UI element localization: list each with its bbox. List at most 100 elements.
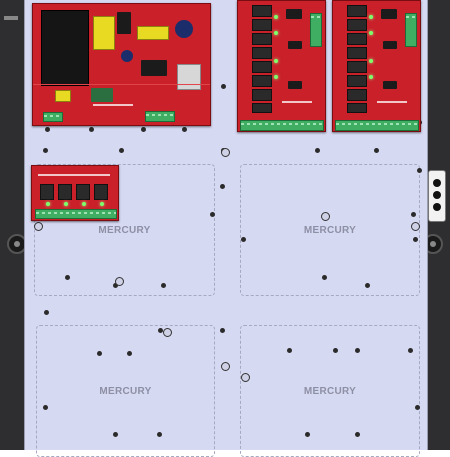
terminal-block[interactable] bbox=[335, 120, 419, 131]
small-output-board[interactable] bbox=[31, 165, 119, 221]
capacitor-blue bbox=[175, 20, 193, 38]
chip bbox=[117, 12, 131, 34]
led-icon bbox=[82, 202, 86, 206]
mounting-hole-icon bbox=[65, 275, 70, 280]
slot-label: MERCURY bbox=[303, 225, 357, 236]
relay bbox=[76, 184, 90, 200]
standoff-icon bbox=[241, 373, 250, 382]
terminal-block[interactable] bbox=[145, 111, 175, 122]
mounting-hole-icon bbox=[43, 148, 48, 153]
mounting-hole-icon bbox=[415, 405, 420, 410]
mercury-slot[interactable]: MERCURY bbox=[240, 325, 420, 457]
led-icon bbox=[274, 59, 278, 63]
slot-label: MERCURY bbox=[303, 386, 357, 397]
mounting-hole-icon bbox=[220, 184, 225, 189]
mounting-hole-icon bbox=[43, 405, 48, 410]
mounting-hole-icon bbox=[210, 212, 215, 217]
mounting-hole-icon bbox=[374, 148, 379, 153]
mounting-hole-icon bbox=[220, 328, 225, 333]
terminal-block[interactable] bbox=[43, 112, 63, 122]
terminal-block[interactable] bbox=[35, 209, 117, 219]
relay bbox=[252, 75, 272, 87]
capacitor-yellow bbox=[93, 16, 115, 50]
led-icon bbox=[64, 202, 68, 206]
mounting-hole-icon bbox=[221, 84, 226, 89]
silkscreen bbox=[282, 101, 312, 103]
capacitor-yellow bbox=[137, 26, 169, 40]
silkscreen bbox=[377, 101, 407, 103]
relay bbox=[252, 5, 272, 17]
mercury-slot[interactable]: MERCURY bbox=[34, 164, 215, 296]
relay bbox=[347, 89, 367, 101]
mounting-hole-icon bbox=[287, 348, 292, 353]
relay bbox=[252, 47, 272, 59]
led-icon bbox=[274, 31, 278, 35]
standoff-icon bbox=[321, 212, 330, 221]
relay bbox=[94, 184, 108, 200]
relay bbox=[252, 33, 272, 45]
terminal-block[interactable] bbox=[405, 13, 417, 47]
mounting-hole-icon bbox=[89, 127, 94, 132]
mounting-hole-icon bbox=[305, 432, 310, 437]
led-icon bbox=[274, 15, 278, 19]
led-icon bbox=[369, 75, 373, 79]
mercury-slot[interactable]: MERCURY bbox=[240, 164, 420, 296]
mounting-hole-icon bbox=[355, 348, 360, 353]
transformer bbox=[41, 10, 89, 86]
mounting-hole-icon bbox=[333, 348, 338, 353]
power-supply-board[interactable] bbox=[32, 3, 211, 126]
standoff-icon bbox=[34, 222, 43, 231]
terminal-block[interactable] bbox=[310, 13, 322, 47]
mounting-hole-icon bbox=[97, 351, 102, 356]
relay bbox=[58, 184, 72, 200]
mounting-hole-icon bbox=[158, 328, 163, 333]
mercury-slot[interactable]: MERCURY bbox=[36, 325, 215, 457]
led-icon bbox=[369, 59, 373, 63]
mounting-hole-icon bbox=[157, 432, 162, 437]
mounting-hole-icon bbox=[408, 348, 413, 353]
mounting-hole-icon bbox=[44, 310, 49, 315]
mounting-hole-icon bbox=[417, 168, 422, 173]
mounting-hole-icon bbox=[322, 275, 327, 280]
latch-icon[interactable] bbox=[428, 170, 446, 222]
capacitor-blue bbox=[121, 50, 133, 62]
relay-output-board[interactable] bbox=[237, 0, 326, 132]
relay-output-board[interactable] bbox=[332, 0, 421, 132]
mounting-hole-icon bbox=[355, 432, 360, 437]
chip bbox=[383, 41, 397, 49]
relay bbox=[252, 19, 272, 31]
standoff-icon bbox=[411, 222, 420, 231]
standoff-icon bbox=[221, 362, 230, 371]
mounting-hole-icon bbox=[113, 432, 118, 437]
backplate: MERCURY MERCURY MERCURY MERCURY bbox=[24, 0, 428, 457]
connector bbox=[91, 88, 113, 102]
silkscreen bbox=[93, 104, 133, 106]
capacitor-yellow bbox=[55, 90, 71, 102]
heatsink bbox=[177, 64, 201, 90]
relay bbox=[347, 19, 367, 31]
terminal-block[interactable] bbox=[240, 120, 324, 131]
slot-label: MERCURY bbox=[99, 386, 152, 397]
relay bbox=[252, 103, 272, 113]
chip bbox=[288, 81, 302, 89]
trace bbox=[33, 84, 210, 85]
relay bbox=[252, 61, 272, 73]
mounting-hole-icon bbox=[45, 127, 50, 132]
mounting-hole-icon bbox=[141, 127, 146, 132]
mounting-hole-icon bbox=[241, 237, 246, 242]
mounting-hole-icon bbox=[411, 212, 416, 217]
mounting-hole-icon bbox=[315, 148, 320, 153]
silkscreen bbox=[38, 174, 110, 176]
led-icon bbox=[46, 202, 50, 206]
enclosure-left-wall bbox=[0, 0, 28, 450]
relay bbox=[347, 47, 367, 59]
chip bbox=[286, 9, 302, 19]
mounting-hole-icon bbox=[182, 127, 187, 132]
relay bbox=[347, 61, 367, 73]
hinge-icon bbox=[7, 234, 27, 254]
relay bbox=[252, 89, 272, 101]
relay bbox=[40, 184, 54, 200]
mounting-hole-icon bbox=[119, 148, 124, 153]
mounting-hole-icon bbox=[113, 283, 118, 288]
